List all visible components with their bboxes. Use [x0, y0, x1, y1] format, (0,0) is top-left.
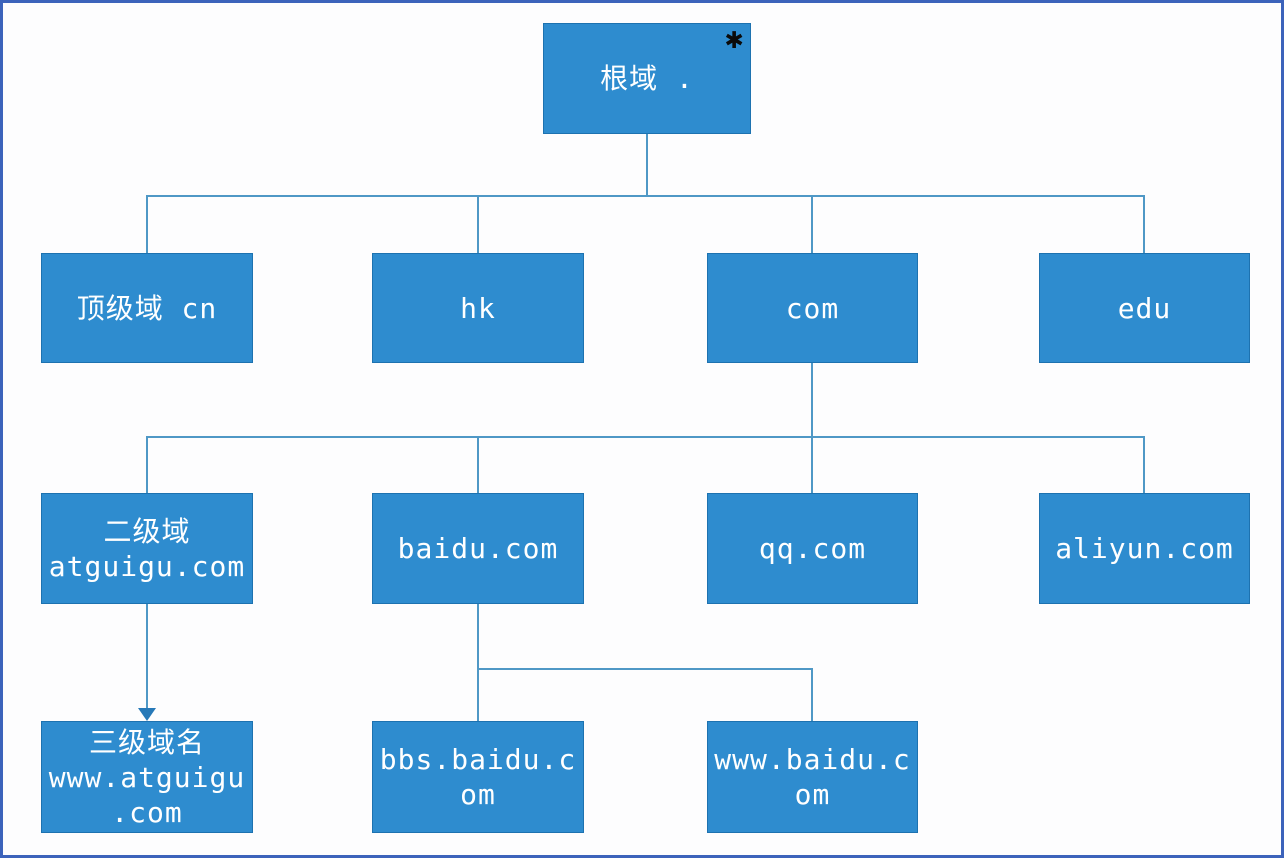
node-label: 二级域 atguigu.com [48, 514, 246, 583]
connector-drop-cn [146, 196, 148, 253]
node-label: www.baidu.c om [714, 743, 911, 811]
node-label: 顶级域 cn [76, 291, 218, 325]
node-label: hk [460, 291, 496, 325]
connector-baidu-hbar [477, 668, 813, 670]
connector-drop-hk [477, 196, 479, 253]
connector-drop-qq [811, 437, 813, 493]
connector-com-stem [811, 363, 813, 437]
arrow-down-icon [138, 708, 156, 721]
node-label: qq.com [758, 532, 867, 565]
node-label: aliyun.com [1055, 532, 1234, 565]
node-tld-cn: 顶级域 cn [41, 253, 253, 363]
node-3ld-www-atguigu: 三级域名 www.atguigu .com [41, 721, 253, 833]
connector-level2-hbar [146, 436, 1145, 438]
node-sld-atguigu: 二级域 atguigu.com [41, 493, 253, 604]
node-3ld-bbs-baidu: bbs.baidu.c om [372, 721, 584, 833]
connector-drop-baidu [477, 437, 479, 493]
connector-root-stem [646, 134, 648, 196]
node-label: baidu.com [397, 532, 559, 565]
node-label: 三级域名 www.atguigu .com [48, 725, 246, 829]
node-tld-com: com [707, 253, 918, 363]
node-sld-qq: qq.com [707, 493, 918, 604]
connector-drop-www-baidu [811, 668, 813, 721]
node-label: com [785, 291, 840, 325]
node-sld-aliyun: aliyun.com [1039, 493, 1250, 604]
node-tld-hk: hk [372, 253, 584, 363]
node-root-domain: 根域 . ✱ [543, 23, 751, 134]
connector-drop-edu [1143, 196, 1145, 253]
node-label: bbs.baidu.c om [379, 743, 577, 811]
asterisk-icon: ✱ [724, 21, 743, 56]
node-tld-edu: edu [1039, 253, 1250, 363]
connector-drop-atguigu [146, 437, 148, 493]
node-root-label: 根域 . [600, 62, 694, 95]
connector-drop-aliyun [1143, 437, 1145, 493]
node-label: edu [1117, 291, 1172, 325]
connector-level1-hbar [146, 195, 1145, 197]
connector-atguigu-arrow [146, 604, 148, 708]
connector-drop-com [811, 196, 813, 253]
node-3ld-www-baidu: www.baidu.c om [707, 721, 918, 833]
connector-baidu-stem [477, 604, 479, 721]
node-sld-baidu: baidu.com [372, 493, 584, 604]
